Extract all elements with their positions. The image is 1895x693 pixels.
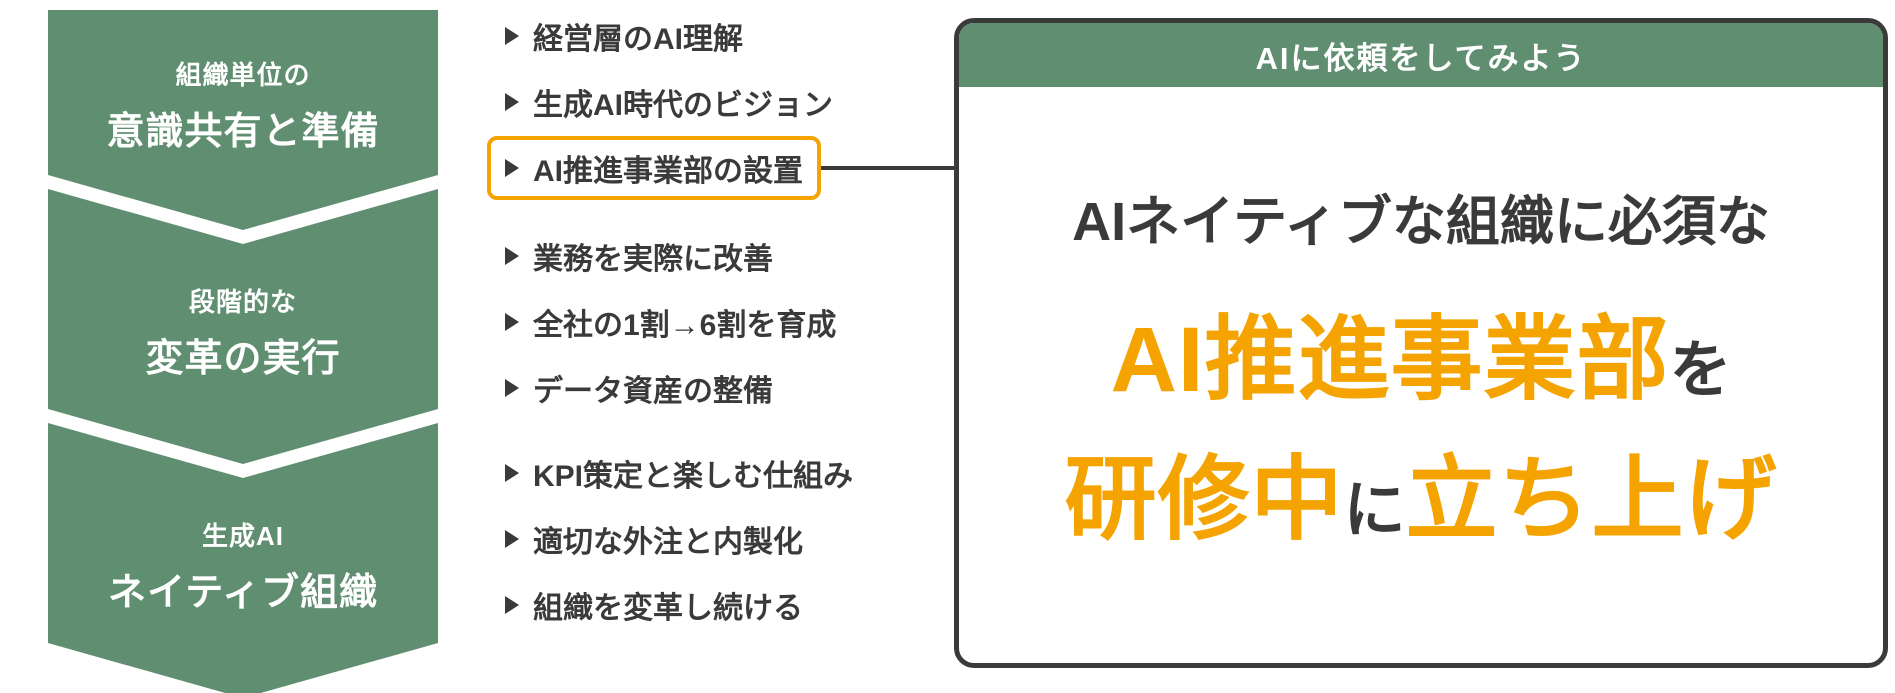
- list-item: 適切な外注と内製化: [505, 506, 945, 572]
- triangle-bullet-icon: [505, 530, 519, 548]
- connector-line: [810, 166, 960, 170]
- triangle-bullet-icon: [505, 313, 519, 331]
- bullet-list-group-1: 経営層のAI理解 生成AI時代のビジョン AI推進事業部の設置: [487, 3, 945, 201]
- list-item-label: 業務を実際に改善: [533, 243, 773, 276]
- list-item: データ資産の整備: [505, 355, 945, 421]
- triangle-bullet-icon: [505, 596, 519, 614]
- bullet-list-group-2: 業務を実際に改善 全社の1割→6割を育成 データ資産の整備: [505, 223, 945, 421]
- step-subtitle: 組織単位の: [175, 60, 311, 90]
- detail-card: AIに依頼をしてみよう AIネイティブな組織に必須な AI推進事業部 を 研修中…: [954, 18, 1888, 668]
- bullet-list-group-3: KPI策定と楽しむ仕組み 適切な外注と内製化 組織を変革し続ける: [505, 440, 945, 638]
- list-item: 経営層のAI理解: [505, 3, 945, 69]
- triangle-bullet-icon: [505, 27, 519, 45]
- list-item-label: 組織を変革し続ける: [533, 592, 803, 625]
- card-emphasis-text: 研修中: [1064, 448, 1344, 551]
- step-title: 意識共有と準備: [106, 111, 380, 153]
- list-item-highlighted: AI推進事業部の設置: [487, 135, 945, 201]
- list-item-label: AI推進事業部の設置: [533, 155, 803, 188]
- triangle-bullet-icon: [505, 93, 519, 111]
- card-header: AIに依頼をしてみよう: [959, 23, 1883, 87]
- list-item-label: 適切な外注と内製化: [533, 526, 803, 559]
- list-item: 全社の1割→6割を育成: [505, 289, 945, 355]
- card-header-title: AIに依頼をしてみよう: [1255, 40, 1587, 76]
- list-item-label: 全社の1割→6割を育成: [533, 309, 837, 342]
- highlight-box: AI推進事業部の設置: [487, 136, 821, 200]
- list-item: 組織を変革し続ける: [505, 572, 945, 638]
- list-item-label: 経営層のAI理解: [533, 23, 743, 56]
- step-title: 変革の実行: [145, 337, 341, 380]
- card-emphasis-text: 立ち上げ: [1405, 448, 1778, 551]
- card-particle-text: を: [1669, 335, 1732, 405]
- list-item-label: KPI策定と楽しむ仕組み: [533, 460, 854, 493]
- list-item: 業務を実際に改善: [505, 223, 945, 289]
- triangle-bullet-icon: [505, 464, 519, 482]
- list-item-label: 生成AI時代のビジョン: [533, 89, 833, 122]
- card-intro-text: AIネイティブな組織に必須な: [1072, 192, 1770, 252]
- card-line-2: AI推進事業部 を: [1110, 305, 1731, 415]
- triangle-bullet-icon: [505, 379, 519, 397]
- triangle-bullet-icon: [505, 247, 519, 265]
- card-emphasis-text: AI推進事業部: [1110, 308, 1670, 411]
- flow-step-2: 段階的な 変革の実行: [48, 189, 438, 464]
- step-title: ネイティブ組織: [108, 571, 378, 614]
- card-line-3: 研修中 に 立ち上げ: [1064, 445, 1777, 555]
- step-subtitle: 段階的な: [188, 286, 297, 317]
- card-particle-text: に: [1343, 475, 1406, 545]
- list-item-label: データ資産の整備: [533, 375, 773, 408]
- flow-step-1: 組織単位の 意識共有と準備: [48, 10, 438, 230]
- triangle-bullet-icon: [505, 159, 519, 177]
- list-item: 生成AI時代のビジョン: [505, 69, 945, 135]
- step-subtitle: 生成AI: [201, 520, 284, 551]
- list-item: KPI策定と楽しむ仕組み: [505, 440, 945, 506]
